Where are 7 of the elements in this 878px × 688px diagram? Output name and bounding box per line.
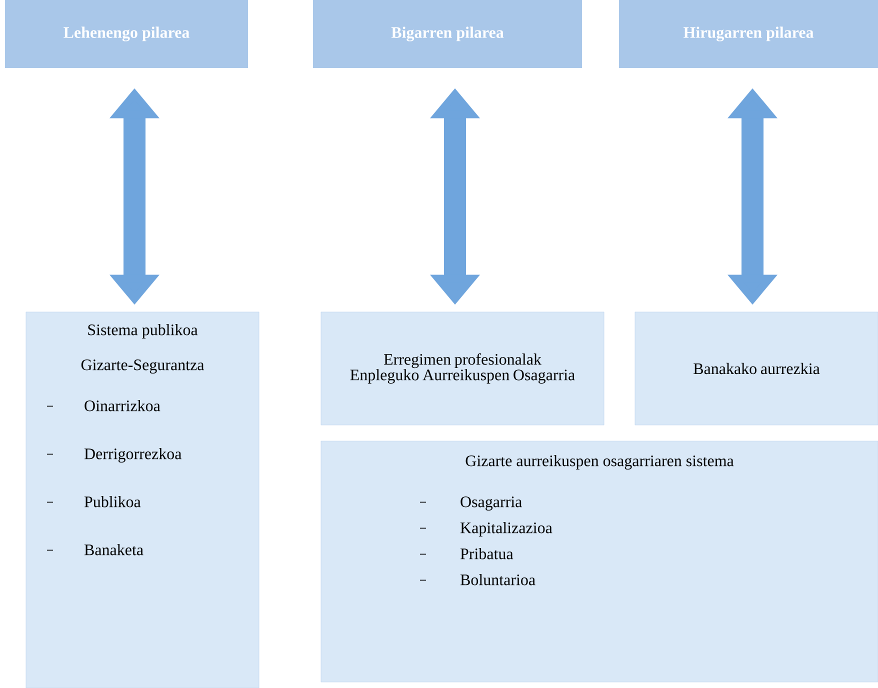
pillar-header: Bigarren pilarea bbox=[313, 0, 582, 68]
pillar-header: Lehenengo pilarea bbox=[5, 0, 248, 68]
pillar-header: Hirugarren pilarea bbox=[619, 0, 878, 68]
info-box: Banakako aurrezkia bbox=[634, 312, 878, 426]
info-box: Gizarte aurreikuspen osagarriaren sistema Osagarria Kapitalizazioa Pribatua Boluntarioa bbox=[320, 440, 878, 682]
info-box: Sistema publikoa Gizarte-Segurantza Oinarrizkoa Derrigorrezkoa Publikoa Banaketa bbox=[26, 312, 260, 688]
info-box: Erregimen profesionalak Enpleguko Aurreikuspen Osagarria bbox=[320, 312, 604, 426]
